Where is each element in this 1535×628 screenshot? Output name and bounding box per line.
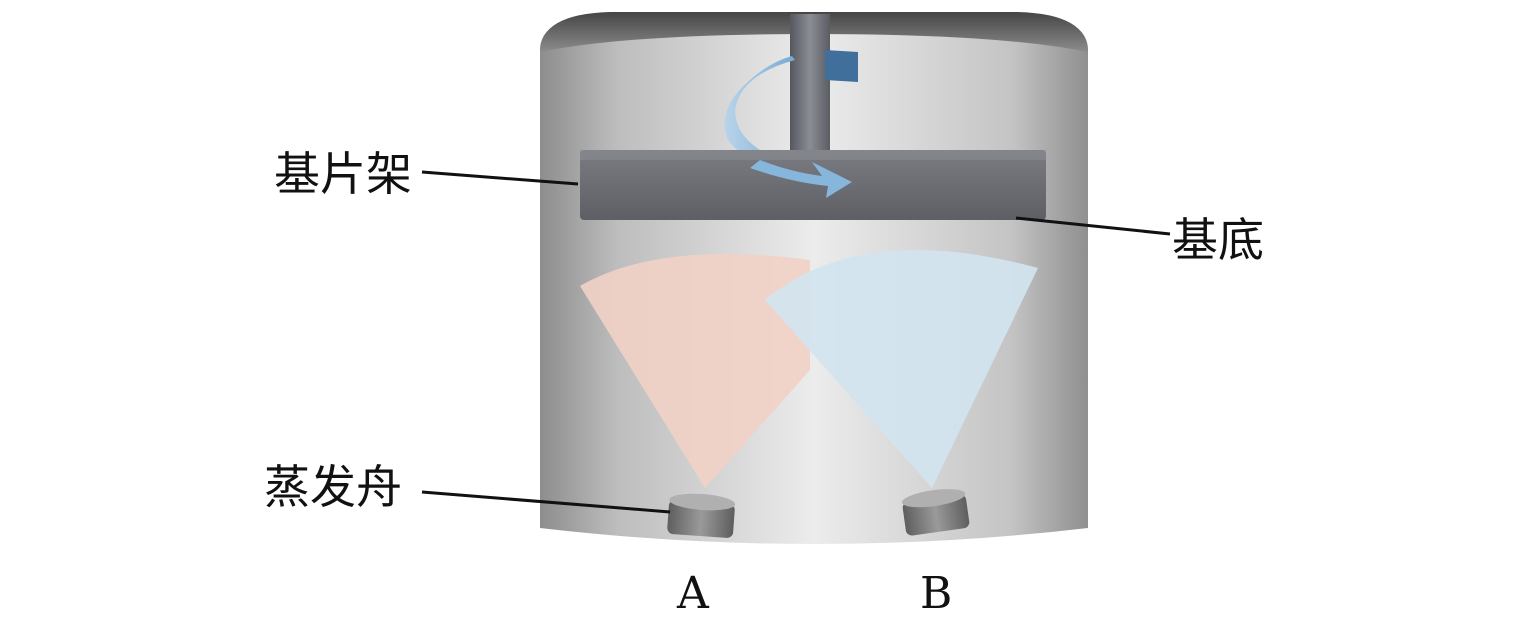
label-boat: 蒸发舟 bbox=[264, 460, 402, 514]
leader-line-boat bbox=[421, 490, 671, 514]
evaporation-boat-a bbox=[667, 493, 736, 538]
rotation-shaft bbox=[790, 14, 830, 152]
plume-a bbox=[580, 253, 810, 488]
rotation-arrow-back bbox=[825, 50, 858, 82]
label-source-a: A bbox=[676, 568, 710, 619]
label-substrate: 基底 bbox=[1172, 213, 1264, 267]
plume-b bbox=[765, 250, 1038, 488]
substrate-holder bbox=[580, 150, 1046, 220]
label-source-b: B bbox=[920, 568, 952, 619]
label-holder: 基片架 bbox=[274, 147, 412, 201]
evaporation-boat-b bbox=[901, 489, 970, 536]
rotation-arrow-head bbox=[750, 160, 852, 198]
leader-line-substrate bbox=[1015, 216, 1171, 236]
leader-line-holder bbox=[421, 170, 579, 186]
